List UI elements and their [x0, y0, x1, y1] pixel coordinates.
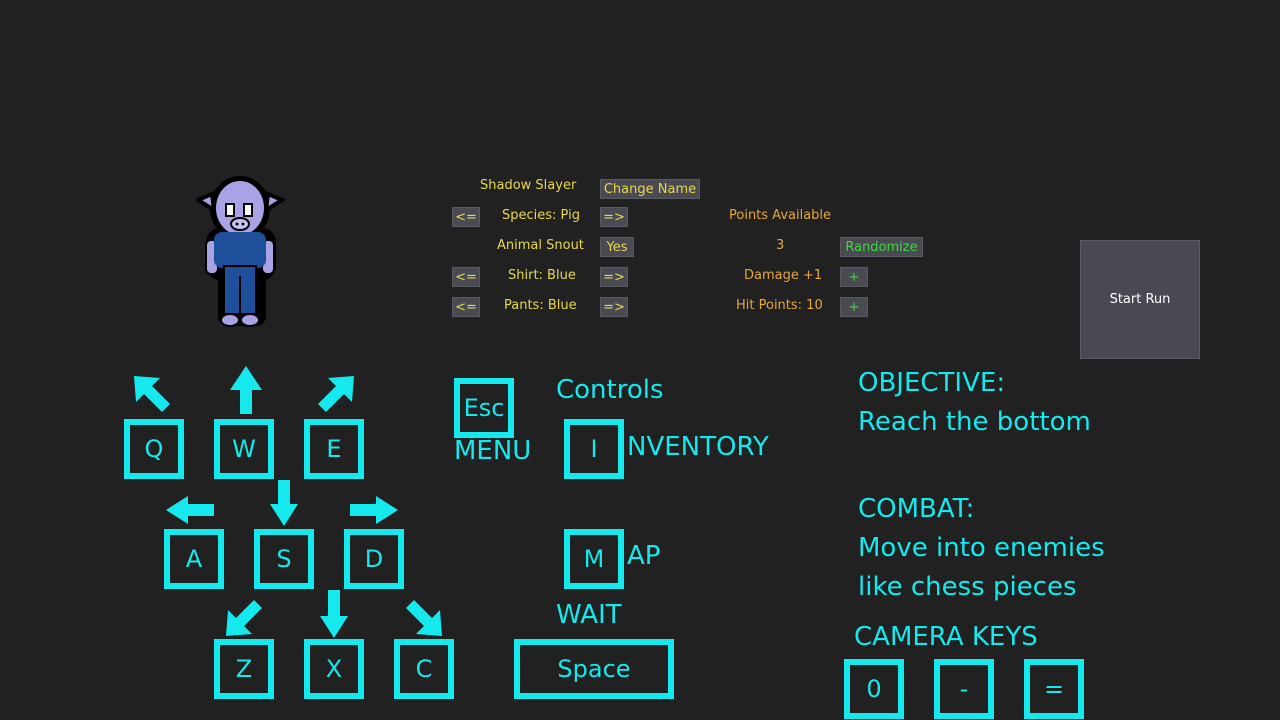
key-w: W	[214, 419, 274, 479]
points-available-value: 3	[776, 238, 785, 253]
pants-label: Pants: Blue	[504, 298, 577, 313]
species-prev-button[interactable]: <=	[452, 207, 480, 227]
arrow-down-right-icon	[406, 600, 442, 636]
menu-label: MENU	[454, 436, 532, 466]
shirt-next-button[interactable]: =>	[600, 267, 628, 287]
arrow-up-icon	[230, 366, 262, 414]
pants-prev-button[interactable]: <=	[452, 297, 480, 317]
points-available-title: Points Available	[729, 208, 832, 223]
species-next-button[interactable]: =>	[600, 207, 628, 227]
hit-points-plus-button[interactable]: +	[840, 297, 868, 317]
shirt-prev-button[interactable]: <=	[452, 267, 480, 287]
controls-title: Controls	[556, 375, 664, 405]
key-x: X	[304, 639, 364, 699]
key-m: M	[564, 529, 624, 589]
objective-text: Reach the bottom	[858, 407, 1091, 437]
camera-key-zero: 0	[844, 659, 904, 719]
species-label: Species: Pig	[502, 208, 580, 223]
key-z: Z	[214, 639, 274, 699]
key-esc: Esc	[454, 378, 514, 438]
shirt-label: Shirt: Blue	[508, 268, 576, 283]
map-label: AP	[627, 541, 661, 571]
key-d: D	[344, 529, 404, 589]
key-a: A	[164, 529, 224, 589]
key-e: E	[304, 419, 364, 479]
combat-line-2: like chess pieces	[858, 572, 1077, 602]
pants-next-button[interactable]: =>	[600, 297, 628, 317]
key-s: S	[254, 529, 314, 589]
camera-keys-title: CAMERA KEYS	[854, 622, 1038, 652]
damage-plus-button[interactable]: +	[840, 267, 868, 287]
key-c: C	[394, 639, 454, 699]
arrow-down-left-icon	[226, 600, 262, 636]
arrow-up-left-icon	[134, 376, 170, 412]
randomize-button[interactable]: Randomize	[840, 237, 923, 257]
animal-snout-toggle[interactable]: Yes	[600, 237, 634, 257]
pig-character-sprite	[196, 176, 286, 327]
damage-stat: Damage +1	[744, 268, 823, 283]
animal-snout-label: Animal Snout	[497, 238, 584, 253]
key-i: I	[564, 419, 624, 479]
arrow-right-icon	[350, 496, 398, 524]
arrow-up-right-icon	[318, 376, 354, 412]
camera-key-minus: -	[934, 659, 994, 719]
hit-points-stat: Hit Points: 10	[736, 298, 823, 313]
combat-title: COMBAT:	[858, 494, 975, 524]
key-space: Space	[514, 639, 674, 699]
change-name-button[interactable]: Change Name	[600, 179, 700, 199]
start-run-button[interactable]: Start Run	[1080, 240, 1200, 359]
arrow-down-icon	[270, 480, 298, 526]
wait-label: WAIT	[556, 600, 622, 630]
camera-key-equals: =	[1024, 659, 1084, 719]
objective-title: OBJECTIVE:	[858, 368, 1006, 398]
inventory-label: NVENTORY	[627, 432, 769, 462]
arrow-left-icon	[166, 496, 214, 524]
character-name: Shadow Slayer	[480, 178, 577, 193]
arrow-down-bottom-icon	[320, 590, 348, 638]
combat-line-1: Move into enemies	[858, 533, 1105, 563]
key-q: Q	[124, 419, 184, 479]
